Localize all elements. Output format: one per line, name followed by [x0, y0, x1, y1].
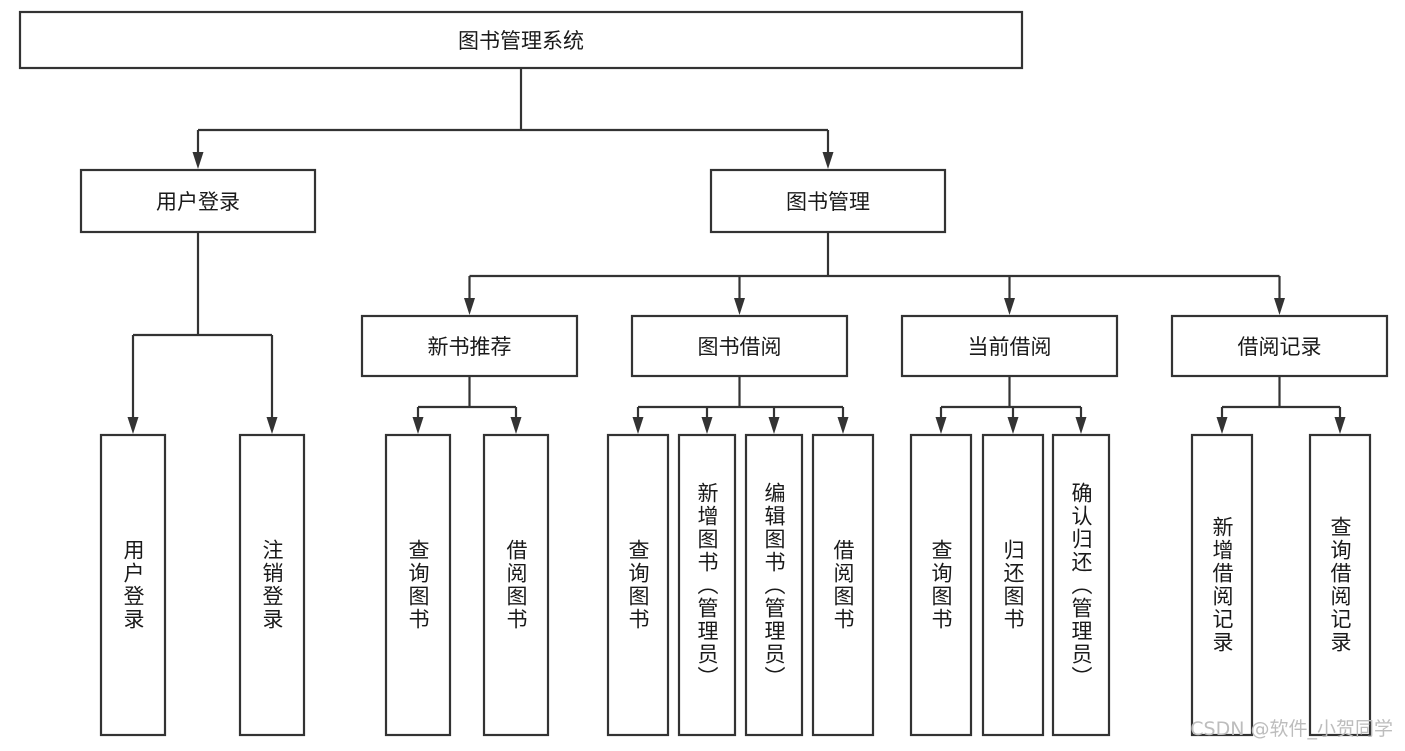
- node-box-leaf-add-book-admin[interactable]: [677, 433, 737, 737]
- arrow-head-icon: [1007, 417, 1019, 434]
- node-box-leaf-borrow-book-recommend[interactable]: [482, 433, 550, 737]
- boxes-layer: [18, 10, 1389, 737]
- node-box-leaf-borrow-book[interactable]: [811, 433, 875, 737]
- arrow-head-icon: [464, 298, 475, 315]
- arrow-head-icon: [1075, 417, 1087, 434]
- node-box-current-borrow[interactable]: [900, 314, 1119, 378]
- arrow-head-icon: [510, 417, 522, 434]
- arrow-head-icon: [734, 298, 745, 315]
- arrow-head-icon: [837, 417, 849, 434]
- arrow-head-icon: [1274, 298, 1285, 315]
- arrow-head-icon: [127, 417, 139, 434]
- connectors-layer: [127, 68, 1346, 434]
- node-box-user-login[interactable]: [79, 168, 317, 234]
- node-box-borrow-record[interactable]: [1170, 314, 1389, 378]
- node-box-book-manage[interactable]: [709, 168, 947, 234]
- node-box-leaf-edit-book-admin[interactable]: [744, 433, 804, 737]
- node-box-leaf-return-book[interactable]: [981, 433, 1045, 737]
- node-box-leaf-user-login[interactable]: [99, 433, 167, 737]
- node-box-root[interactable]: [18, 10, 1024, 70]
- node-box-leaf-query-book-recommend[interactable]: [384, 433, 452, 737]
- arrow-head-icon: [412, 417, 424, 434]
- arrow-head-icon: [1216, 417, 1228, 434]
- arrow-head-icon: [935, 417, 947, 434]
- node-box-leaf-query-book-borrow[interactable]: [606, 433, 670, 737]
- node-box-book-borrow[interactable]: [630, 314, 849, 378]
- arrow-head-icon: [768, 417, 780, 434]
- arrow-head-icon: [632, 417, 644, 434]
- node-box-leaf-confirm-return-admin[interactable]: [1051, 433, 1111, 737]
- node-box-leaf-query-borrow-record[interactable]: [1308, 433, 1372, 737]
- arrow-head-icon: [1004, 298, 1015, 315]
- arrow-head-icon: [1334, 417, 1346, 434]
- arrow-head-icon: [192, 152, 204, 169]
- node-box-leaf-add-borrow-record[interactable]: [1190, 433, 1254, 737]
- node-box-leaf-query-book-current[interactable]: [909, 433, 973, 737]
- arrow-head-icon: [266, 417, 278, 434]
- arrow-head-icon: [822, 152, 834, 169]
- node-box-leaf-user-logout[interactable]: [238, 433, 306, 737]
- arrow-head-icon: [701, 417, 713, 434]
- node-box-new-book-recommend[interactable]: [360, 314, 579, 378]
